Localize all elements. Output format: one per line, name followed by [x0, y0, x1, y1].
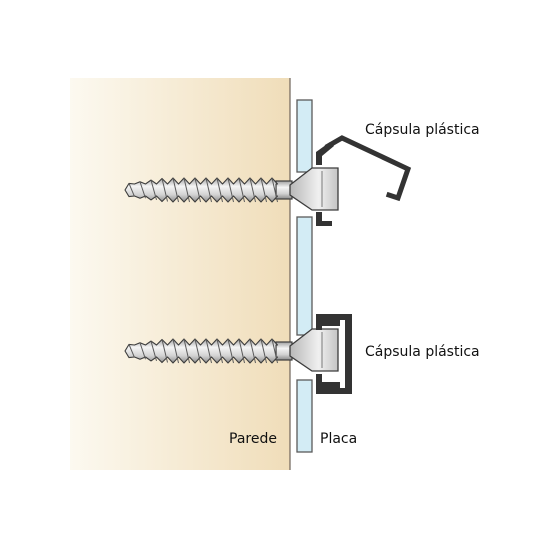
- screw-thread-crest: [128, 183, 135, 197]
- capsule-top-clip-lower: [316, 212, 332, 226]
- capsule-bottom-label: Cápsula plástica: [365, 344, 480, 360]
- screw-thread-crest: [205, 338, 212, 364]
- plate-segment-middle: [296, 216, 313, 336]
- screw-bottom-head: [289, 328, 339, 372]
- plate: [296, 99, 313, 453]
- screw-thread-crest: [150, 340, 157, 362]
- screw-top-thread: [124, 177, 293, 203]
- screw-thread-crest: [139, 181, 146, 199]
- capsule-top-label: Cápsula plástica: [365, 122, 480, 138]
- capsule-bottom-clip-upper: [316, 320, 340, 330]
- screw-thread-crest: [271, 177, 278, 203]
- screw-thread-crest: [238, 177, 245, 203]
- screw-thread-crest: [227, 177, 234, 203]
- screw-thread-crest: [216, 177, 223, 203]
- screw-thread-crest: [161, 339, 168, 363]
- screw-thread-crest: [227, 338, 234, 364]
- screw-thread-crest: [271, 338, 278, 364]
- screw-thread-crest: [216, 338, 223, 364]
- screw-top: [124, 167, 339, 211]
- screw-thread-crest: [249, 177, 256, 203]
- screw-thread-crest: [128, 344, 135, 358]
- screw-bottom: [124, 328, 339, 372]
- screw-thread-crest: [194, 177, 201, 203]
- screw-thread-crest: [139, 342, 146, 360]
- screw-thread-crest: [260, 177, 267, 203]
- screw-thread-crest: [249, 338, 256, 364]
- capsule-bottom-clip-lower: [316, 374, 340, 388]
- screw-thread-crest: [150, 179, 157, 201]
- screw-thread-crest: [172, 338, 179, 364]
- wall: [70, 78, 290, 470]
- screw-thread-crest: [238, 338, 245, 364]
- screw-thread-crest: [172, 177, 179, 203]
- plate-segment-bottom: [296, 379, 313, 453]
- wall-label: Parede: [229, 431, 277, 447]
- screw-thread-crest: [183, 338, 190, 364]
- plate-label: Placa: [320, 431, 357, 447]
- screw-thread-crest: [205, 177, 212, 203]
- screw-thread-crest: [194, 338, 201, 364]
- screw-thread-crest: [183, 177, 190, 203]
- capsule-bottom: [316, 314, 352, 394]
- screw-bottom-thread: [124, 338, 293, 364]
- capsule-top: [316, 135, 412, 226]
- screw-thread-crest: [161, 178, 168, 202]
- capsule-top-lid: [324, 135, 412, 202]
- screw-thread-crest: [260, 338, 267, 364]
- plate-segment-top: [296, 99, 313, 173]
- capsule-bottom-cover: [316, 314, 352, 394]
- screw-top-head: [289, 167, 339, 211]
